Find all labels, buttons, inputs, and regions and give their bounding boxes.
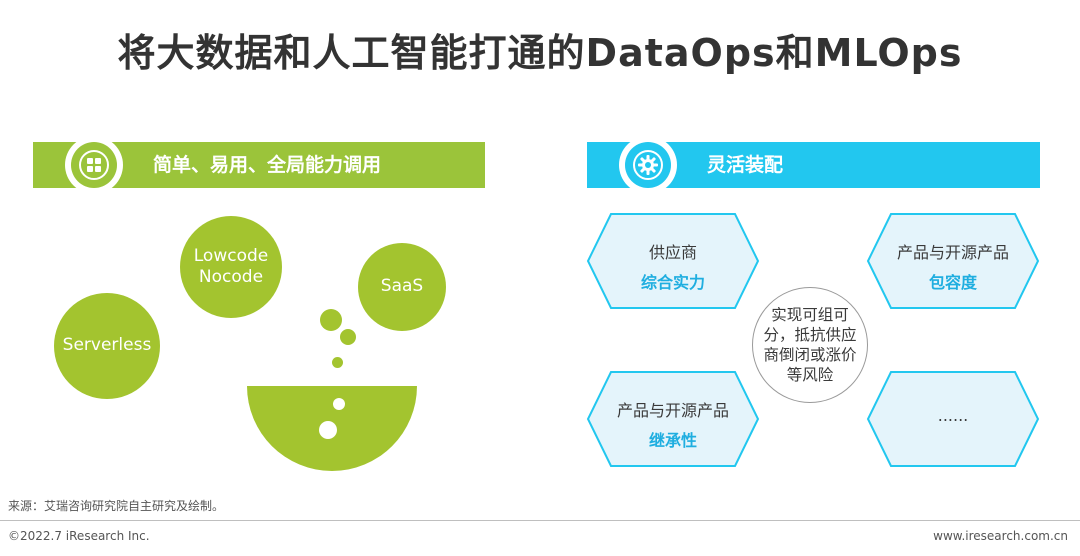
center-circle: 实现可组可分，抵抗供应商倒闭或涨价等风险	[752, 287, 868, 403]
left-section-banner: 简单、易用、全局能力调用	[33, 142, 485, 188]
right-section-banner: 灵活装配	[587, 142, 1040, 188]
left-banner-icon-ring	[65, 136, 123, 194]
hexagon-4-text: ......	[866, 370, 1040, 468]
site-url: www.iresearch.com.cn	[933, 529, 1068, 543]
serverless-label: Serverless	[63, 335, 152, 356]
hexagon-3-text: 产品与开源产品 继承性	[586, 370, 760, 468]
hexagon-2-bottom: 包容度	[866, 269, 1040, 293]
hexagon-1-bottom: 综合实力	[586, 269, 760, 293]
source-note: 来源：艾瑞咨询研究院自主研究及绘制。	[8, 497, 224, 514]
decor-dot	[320, 309, 342, 331]
lowcode-label: Lowcode	[194, 246, 268, 267]
copyright: ©2022.7 iResearch Inc.	[8, 529, 150, 543]
decor-dot	[340, 329, 356, 345]
nocode-label: Nocode	[194, 267, 268, 288]
hexagon-4-top: ......	[866, 406, 1040, 425]
left-section-label: 简单、易用、全局能力调用	[153, 142, 381, 188]
flask-bowl	[247, 386, 417, 476]
hexagon-3-top: 产品与开源产品	[586, 397, 760, 421]
hexagon-1-top: 供应商	[586, 239, 760, 263]
hexagon-1-text: 供应商 综合实力	[586, 212, 760, 310]
page-title: 将大数据和人工智能打通的DataOps和MLOps	[0, 22, 1080, 77]
decor-dot	[332, 357, 343, 368]
right-section-label: 灵活装配	[707, 142, 783, 188]
saas-bubble: SaaS	[358, 243, 446, 331]
hexagon-2-top: 产品与开源产品	[866, 239, 1040, 263]
right-banner-icon-ring	[619, 136, 677, 194]
hexagon-3-bottom: 继承性	[586, 427, 760, 451]
lowcode-bubble: Lowcode Nocode	[180, 216, 282, 318]
center-circle-text: 实现可组可分，抵抗供应商倒闭或涨价等风险	[762, 305, 858, 386]
grid-icon	[71, 142, 117, 188]
saas-label: SaaS	[381, 276, 423, 297]
footer-divider	[0, 520, 1080, 521]
gear-icon	[625, 142, 671, 188]
hexagon-2-text: 产品与开源产品 包容度	[866, 212, 1040, 310]
serverless-bubble: Serverless	[54, 293, 160, 399]
